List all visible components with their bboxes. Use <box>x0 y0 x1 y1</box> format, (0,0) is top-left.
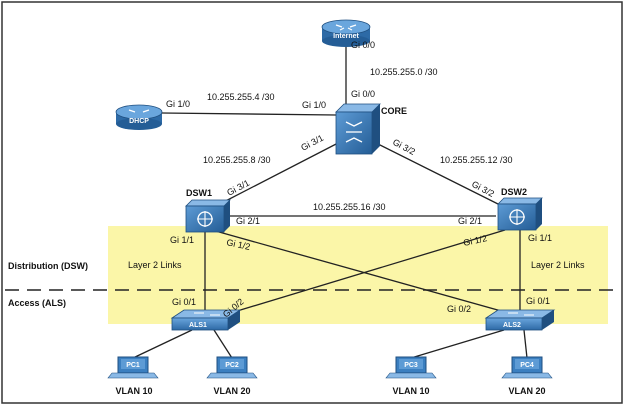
distribution-layer-label: Distribution (DSW) <box>8 261 88 271</box>
link-als2-pc3 <box>410 329 505 359</box>
subnet-core-dsw2: 10.255.255.12 /30 <box>440 155 513 165</box>
pc1-vlan: VLAN 10 <box>115 386 152 396</box>
link-dhcp-core <box>161 112 337 116</box>
multilayer-switch-icon <box>185 199 231 233</box>
pc2-vlan: VLAN 20 <box>213 386 250 396</box>
port-dsw1-gi11: Gi 1/1 <box>170 235 194 245</box>
port-dsw1-gi21: Gi 2/1 <box>236 216 260 226</box>
pc3-label: PC3 <box>404 362 418 369</box>
subnet-core-dsw1: 10.255.255.8 /30 <box>203 155 271 165</box>
layer2-links-left: Layer 2 Links <box>128 260 182 270</box>
subnet-dhcp-core: 10.255.255.4 /30 <box>207 92 275 102</box>
pc4-label: PC4 <box>520 362 534 369</box>
multilayer-switch-icon <box>335 103 381 155</box>
link-dsw1-als2 <box>211 229 513 315</box>
port-als2-gi02: Gi 0/2 <box>447 304 471 314</box>
als2-label: ALS2 <box>503 322 521 329</box>
pc-icon <box>501 356 553 379</box>
switch-icon <box>484 309 556 331</box>
router-icon <box>321 19 371 47</box>
switch-icon <box>170 309 242 331</box>
link-core-dsw2 <box>373 141 499 205</box>
port-dsw2-gi11: Gi 1/1 <box>528 233 552 243</box>
pc-icon <box>385 356 437 379</box>
link-dsw2-als1 <box>213 229 506 319</box>
dhcp-label: DHCP <box>129 118 149 125</box>
link-als2-pc4 <box>523 329 528 359</box>
router-icon <box>115 104 163 130</box>
core-label: CORE <box>381 106 407 116</box>
port-internet-gi00: Gi 0/0 <box>351 40 375 50</box>
pc-icon <box>107 356 159 379</box>
subnet-internet-core: 10.255.255.0 /30 <box>370 67 438 77</box>
subnet-dsw1-dsw2: 10.255.255.16 /30 <box>313 202 386 212</box>
port-als1-gi01: Gi 0/1 <box>172 297 196 307</box>
port-dsw2-gi12: Gi 1/2 <box>462 233 488 248</box>
dsw1-label: DSW1 <box>186 188 212 198</box>
port-core-gi10: Gi 1/0 <box>302 100 326 110</box>
link-als1-pc2 <box>213 329 233 359</box>
port-als2-gi01: Gi 0/1 <box>526 296 550 306</box>
pc-icon <box>206 356 258 379</box>
port-dhcp-gi10: Gi 1/0 <box>166 99 190 109</box>
pc2-label: PC2 <box>225 362 239 369</box>
multilayer-switch-icon <box>497 197 543 231</box>
pc4-vlan: VLAN 20 <box>508 386 545 396</box>
internet-label: Internet <box>333 33 359 40</box>
als1-label: ALS1 <box>189 322 207 329</box>
port-dsw1-gi12: Gi 1/2 <box>226 237 252 252</box>
port-core-gi00: Gi 0/0 <box>351 89 375 99</box>
dsw2-label: DSW2 <box>501 187 527 197</box>
layer2-links-right: Layer 2 Links <box>531 260 585 270</box>
link-als1-pc1 <box>132 329 193 359</box>
link-core-dsw1 <box>211 141 341 209</box>
port-dsw2-gi21: Gi 2/1 <box>458 216 482 226</box>
pc3-vlan: VLAN 10 <box>392 386 429 396</box>
links <box>132 43 528 359</box>
pc1-label: PC1 <box>126 362 140 369</box>
access-layer-label: Access (ALS) <box>8 298 66 308</box>
